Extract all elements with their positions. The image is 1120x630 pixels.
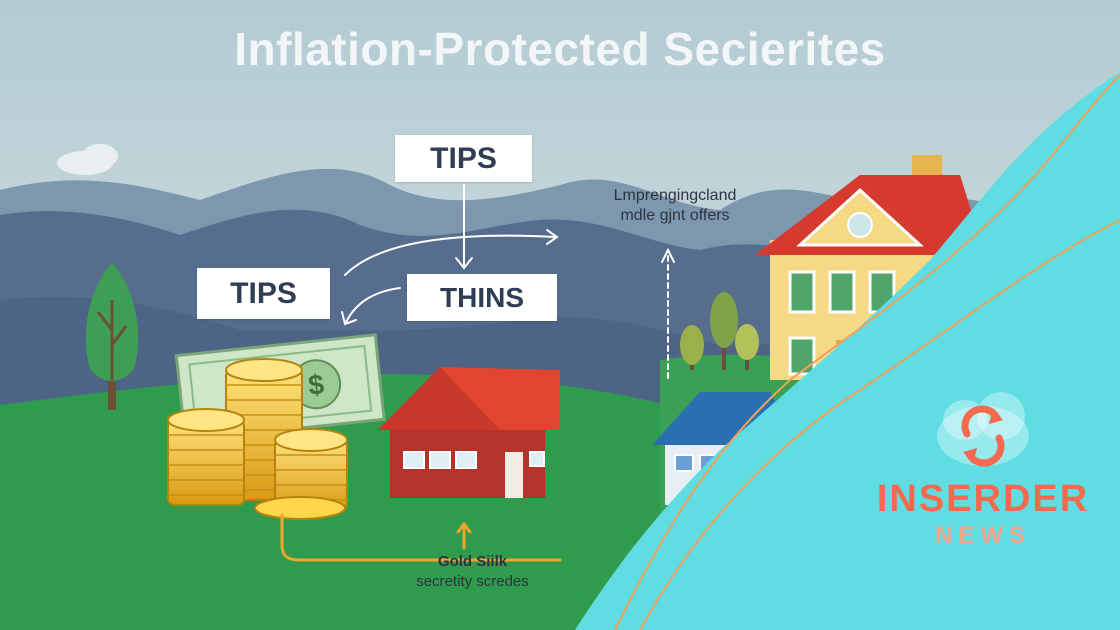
annotation-top: Lmprengingcland mdle gjnt offers	[575, 186, 775, 226]
brand-logo: INSERDER NEWS	[848, 392, 1118, 572]
brand-sub: NEWS	[935, 522, 1031, 549]
red-house	[378, 367, 560, 498]
orange-flow-line	[280, 513, 562, 562]
cloud-icon	[57, 144, 118, 175]
arrow-right-curve-icon	[344, 234, 556, 276]
teal-swoosh	[575, 72, 1120, 630]
swoosh-accent-line	[639, 219, 1120, 630]
annotation-bottom-line1: Gold Siilk	[437, 553, 508, 570]
annotation-top-line2: mdle gjnt offers	[620, 207, 730, 224]
swoosh-orange-line	[614, 74, 1120, 630]
sync-arrows-cloud-icon	[937, 392, 1029, 467]
brand-name: INSERDER	[876, 478, 1090, 520]
svg-text:$: $	[307, 368, 326, 401]
arrow-left-curve-icon	[345, 287, 401, 323]
annotation-top-line1: Lmprengingcland	[613, 187, 737, 204]
gold-coin-stacks	[167, 358, 348, 520]
tree-cluster	[680, 292, 759, 370]
annotation-bottom: Gold Siilk secretity scredes	[380, 552, 565, 592]
flow-arrows	[341, 184, 675, 379]
tips-label-left: TIPS	[197, 268, 330, 319]
tree-left	[85, 262, 139, 410]
page-title: Inflation-Protected Secierites	[234, 23, 886, 75]
things-label: THINS	[407, 274, 557, 321]
yellow-mansion	[755, 155, 985, 380]
annotation-bottom-line2: secretity scredes	[416, 573, 529, 590]
tips-label-top: TIPS	[395, 135, 532, 182]
